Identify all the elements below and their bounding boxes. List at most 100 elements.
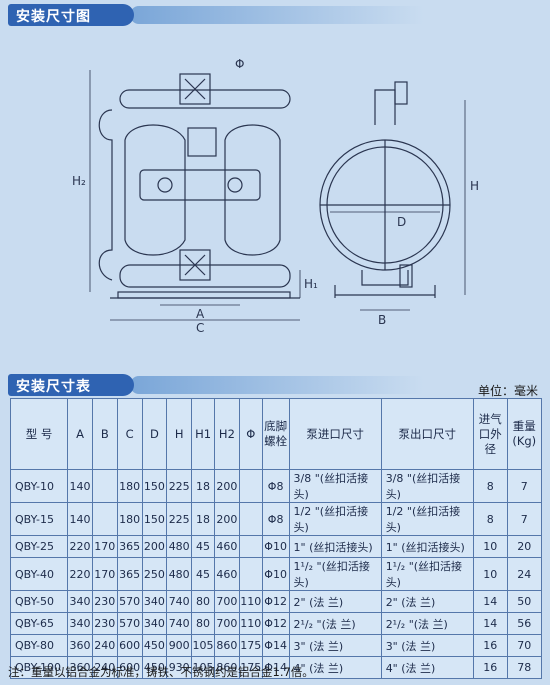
table-cell: 700	[214, 612, 240, 635]
table-cell: 740	[166, 590, 193, 613]
table-cell	[91, 502, 118, 536]
table-cell: 200	[214, 469, 240, 503]
table-cell: Φ8	[261, 469, 290, 503]
table-cell: 140	[67, 469, 93, 503]
table-cell: QBY-10	[9, 469, 69, 503]
table-cell: 200	[214, 502, 240, 536]
table-cell: 110	[238, 612, 263, 635]
table-cell: QBY-100	[9, 656, 69, 679]
table-cell: 10	[472, 557, 508, 591]
table-cell: 230	[91, 612, 118, 635]
table-cell: 2¹/₂ "(法 兰)	[380, 612, 474, 635]
table-cell: 140	[67, 502, 93, 536]
label-c: C	[196, 321, 204, 335]
table-cell: 70	[506, 634, 543, 657]
table-cell: 3" (法 兰)	[288, 634, 382, 657]
header-cell: 底脚螺栓	[261, 398, 290, 470]
table-cell: Φ8	[261, 502, 290, 536]
label-d: D	[397, 215, 406, 229]
label-phi: Φ	[235, 57, 244, 71]
label-a: A	[196, 307, 205, 321]
table-header-row: 型 号 A B C D H H1 H2 Φ 底脚螺栓 泵进口尺寸 泵出口尺寸 进…	[9, 398, 543, 470]
header-cell: 泵出口尺寸	[380, 398, 474, 470]
spec-table: 型 号 A B C D H H1 H2 Φ 底脚螺栓 泵进口尺寸 泵出口尺寸 进…	[9, 398, 543, 679]
table-cell: 45	[191, 557, 216, 591]
table-cell: 4" (法 兰)	[288, 656, 382, 679]
label-h: H	[470, 179, 479, 193]
table-cell: 18	[191, 502, 216, 536]
table-cell: 460	[214, 557, 240, 591]
table-cell: 225	[166, 502, 193, 536]
table-cell: 480	[166, 535, 193, 558]
table-cell: Φ14	[261, 634, 290, 657]
table-cell: 180	[116, 502, 143, 536]
table-cell: 360	[67, 634, 93, 657]
table-cell: 8	[472, 502, 508, 536]
table-cell: 700	[214, 590, 240, 613]
section-banner-drawing: 安装尺寸图	[0, 0, 550, 28]
table-cell: 80	[191, 612, 216, 635]
header-cell: Φ	[238, 398, 263, 470]
header-cell: C	[116, 398, 143, 470]
table-cell: 225	[166, 469, 193, 503]
table-cell: 250	[141, 557, 168, 591]
header-cell: B	[91, 398, 118, 470]
header-cell: D	[141, 398, 168, 470]
table-cell: 220	[67, 557, 93, 591]
table-cell: 45	[191, 535, 216, 558]
table-cell: Φ12	[261, 590, 290, 613]
table-cell: 150	[141, 469, 168, 503]
table-cell: 240	[91, 634, 118, 657]
table-cell: 150	[141, 502, 168, 536]
table-cell: 2" (法 兰)	[380, 590, 474, 613]
table-cell	[238, 535, 263, 558]
footnote: 注：重量以铝合金为标准，铸铁、不锈钢约是铝合金1.7倍。	[8, 665, 314, 679]
table-cell: QBY-65	[9, 612, 69, 635]
table-cell: 56	[506, 612, 543, 635]
table-cell: 230	[91, 590, 118, 613]
header-cell: H1	[191, 398, 216, 470]
table-cell: 220	[67, 535, 93, 558]
table-cell: 930	[166, 656, 193, 679]
table-cell: 16	[472, 656, 508, 679]
table-cell: 78	[506, 656, 543, 679]
header-cell: 泵进口尺寸	[288, 398, 382, 470]
header-cell: 进气口外径	[472, 398, 508, 470]
table-cell: 340	[67, 612, 93, 635]
unit-label: 单位：毫米	[477, 384, 538, 398]
table-cell	[238, 469, 263, 503]
header-cell: 重量(Kg)	[506, 398, 543, 470]
table-cell: 105	[191, 634, 216, 657]
table-cell: 2¹/₂ "(法 兰)	[288, 612, 382, 635]
table-cell: 16	[472, 634, 508, 657]
table-cell: 3/8 "(丝扣活接头)	[380, 469, 474, 503]
table-cell: QBY-15	[9, 502, 69, 536]
table-cell: QBY-50	[9, 590, 69, 613]
table-cell: 3/8 "(丝扣活接头)	[288, 469, 382, 503]
table-cell: 50	[506, 590, 543, 613]
table-cell: 570	[116, 590, 143, 613]
installation-drawing: Φ H₂ A C H₁ D H B	[72, 57, 479, 335]
table-cell: 570	[116, 612, 143, 635]
section-banner-table: 安装尺寸表	[0, 370, 550, 398]
table-cell: Φ10	[261, 535, 290, 558]
section-title-table: 安装尺寸表	[16, 379, 91, 395]
header-cell: A	[67, 398, 93, 470]
table-cell	[238, 557, 263, 591]
table-cell: 1/2 "(丝扣活接头)	[288, 502, 382, 536]
header-cell: 型 号	[9, 398, 69, 470]
table-cell: 10	[472, 535, 508, 558]
table-cell: 900	[166, 634, 193, 657]
table-cell: 105	[191, 656, 216, 679]
section-title-drawing: 安装尺寸图	[16, 9, 91, 25]
table-cell: 14	[472, 590, 508, 613]
header-cell: H	[166, 398, 193, 470]
table-cell: Φ14	[261, 656, 290, 679]
table-cell: 20	[506, 535, 543, 558]
